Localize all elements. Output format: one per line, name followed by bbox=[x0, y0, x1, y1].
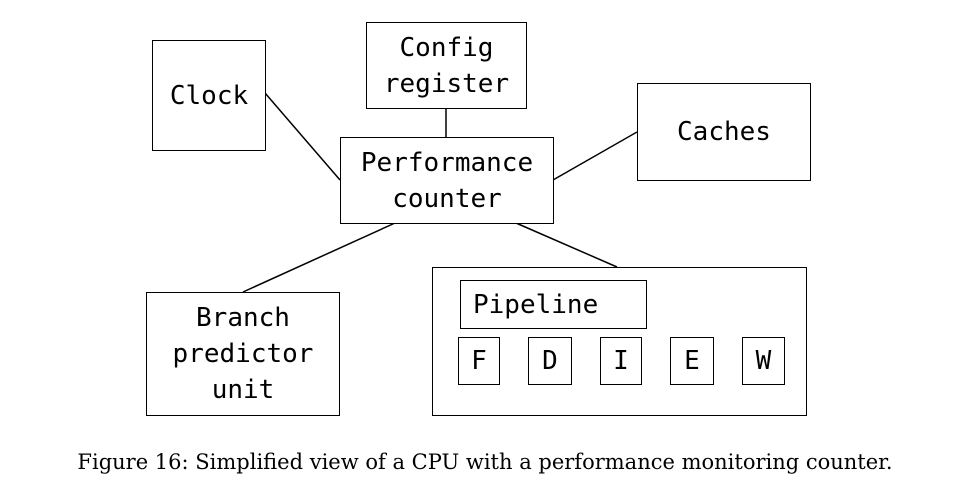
pipeline-stage: F bbox=[458, 337, 500, 385]
pipeline-title-box: Pipeline bbox=[460, 280, 647, 329]
clock-label: Clock bbox=[169, 80, 249, 111]
branch-predictor-label-line-1: Branch bbox=[196, 303, 290, 333]
figure-caption: Figure 16: Simplified view of a CPU with… bbox=[77, 450, 893, 474]
pipeline-stage: E bbox=[670, 337, 714, 385]
performance-counter-label-line-1: Performance bbox=[360, 147, 534, 178]
performance-counter-node: Performance counter bbox=[340, 137, 554, 224]
stage-label: W bbox=[755, 346, 772, 376]
clock-node: Clock bbox=[152, 40, 266, 151]
config-register-label-line-1: Config bbox=[399, 32, 494, 63]
branch-predictor-node: Branch predictor unit bbox=[146, 292, 340, 416]
pipeline-stage: W bbox=[742, 337, 785, 385]
pipeline-stage: I bbox=[600, 337, 642, 385]
stage-label: D bbox=[542, 346, 558, 376]
edge-branch-predictor bbox=[242, 222, 396, 293]
pipeline-stage: D bbox=[528, 337, 572, 385]
performance-counter-label-line-2: counter bbox=[392, 183, 502, 214]
branch-predictor-label-line-2: predictor bbox=[172, 339, 314, 369]
caches-node: Caches bbox=[637, 83, 811, 181]
pipeline-title: Pipeline bbox=[473, 289, 599, 320]
stage-label: F bbox=[471, 346, 487, 376]
edge-pipeline bbox=[515, 222, 618, 268]
caches-label: Caches bbox=[677, 117, 771, 147]
edge-caches bbox=[552, 131, 638, 181]
branch-predictor-label-line-3: unit bbox=[211, 375, 275, 405]
stage-label: E bbox=[684, 346, 700, 376]
stage-label: I bbox=[613, 346, 629, 376]
config-register-node: Config register bbox=[366, 22, 527, 109]
config-register-label-line-2: register bbox=[383, 68, 510, 99]
edge-clock bbox=[264, 92, 341, 181]
